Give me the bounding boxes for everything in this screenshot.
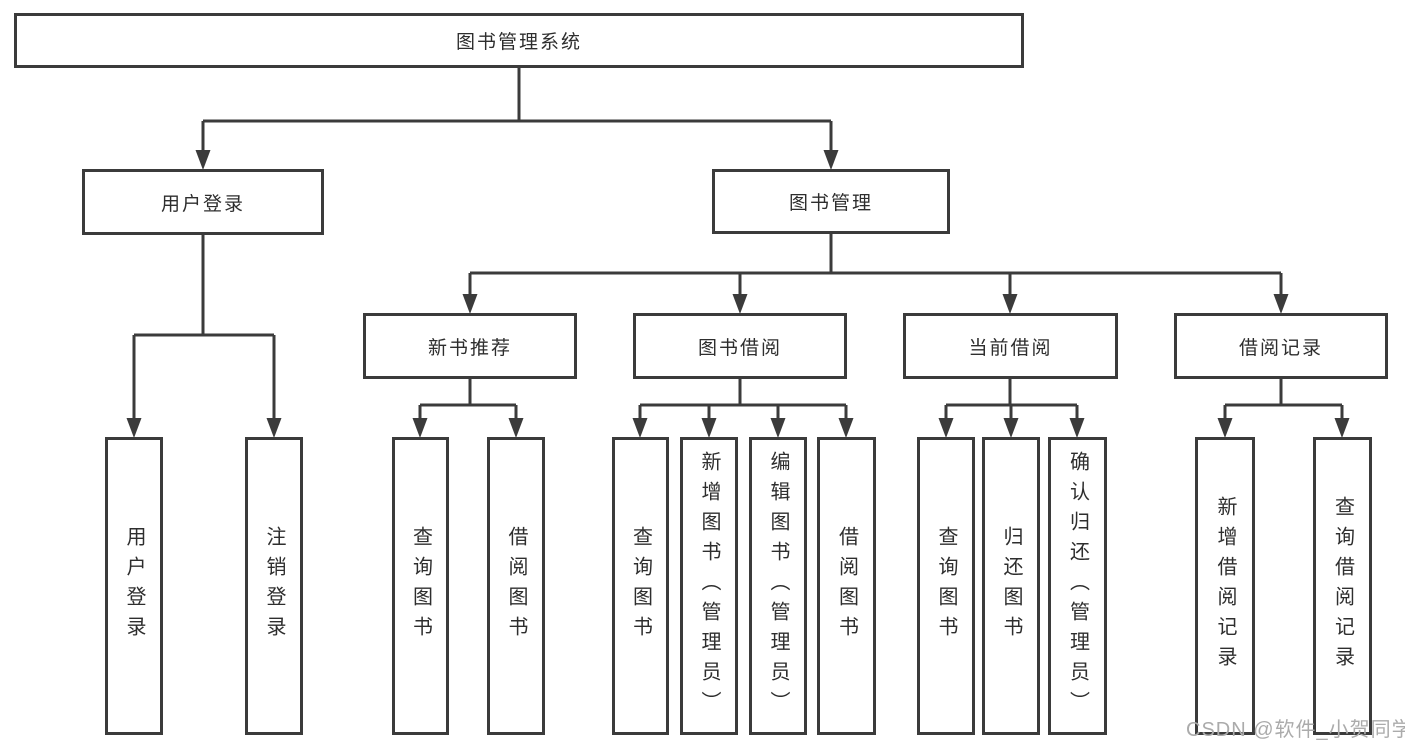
connector-root-to-level2: [201, 68, 833, 153]
leaf-br-query-record-label: 查询借阅记录: [1331, 496, 1354, 676]
leaf-br-add-record-label: 新增借阅记录: [1214, 496, 1236, 676]
leaf-bb-edit-books-admin: 编辑图书（管理员）: [749, 437, 807, 735]
leaf-nb-query-books: 查询图书: [392, 437, 449, 735]
node-user-login: 用户登录: [82, 169, 324, 235]
connector-borrow-records-to-children: [1223, 379, 1344, 421]
node-borrow-records: 借阅记录: [1174, 313, 1388, 379]
arrowhead-icon: [701, 418, 717, 438]
arrowhead-icon: [508, 418, 524, 438]
arrowhead-icon: [462, 294, 478, 314]
leaf-cb-return-books: 归还图书: [982, 437, 1040, 735]
node-book-management-label: 图书管理: [788, 193, 873, 214]
arrowhead-icon: [732, 294, 748, 314]
node-library-management-system: 图书管理系统: [14, 13, 1024, 68]
connector-book-borrow-to-children: [638, 379, 848, 421]
arrowhead-icon: [838, 418, 854, 438]
leaf-logout-label: 注销登录: [263, 526, 285, 646]
node-borrow-records-label: 借阅记录: [1238, 337, 1323, 359]
node-book-management: 图书管理: [712, 169, 950, 234]
arrowhead-icon: [1002, 294, 1018, 314]
leaf-logout: 注销登录: [245, 437, 303, 735]
leaf-nb-borrow-books-label: 借阅图书: [505, 526, 527, 646]
leaf-bb-borrow-books: 借阅图书: [817, 437, 876, 735]
node-new-book-recommend: 新书推荐: [363, 313, 577, 379]
node-book-borrow: 图书借阅: [633, 313, 847, 379]
node-library-management-system-label: 图书管理系统: [455, 32, 582, 53]
leaf-nb-borrow-books: 借阅图书: [487, 437, 545, 735]
leaf-nb-query-books-label: 查询图书: [409, 526, 432, 646]
arrowhead-icon: [1334, 418, 1350, 438]
node-new-book-recommend-label: 新书推荐: [427, 337, 512, 359]
leaf-cb-return-books-label: 归还图书: [1000, 526, 1022, 646]
arrowhead-icon: [126, 418, 142, 438]
arrowhead-icon: [266, 418, 282, 438]
leaf-cb-confirm-return-admin: 确认归还（管理员）: [1048, 437, 1107, 735]
connector-current-borrow-to-children: [944, 379, 1079, 421]
node-book-borrow-label: 图书借阅: [697, 337, 782, 359]
arrowhead-icon: [1217, 418, 1233, 438]
connector-user-login-to-children: [132, 235, 276, 421]
arrowhead-icon: [938, 418, 954, 438]
leaf-user-login-label: 用户登录: [123, 526, 145, 646]
leaf-bb-edit-books-admin-label: 编辑图书（管理员）: [767, 451, 789, 721]
node-current-borrow-label: 当前借阅: [968, 337, 1053, 359]
arrowhead-icon: [1273, 294, 1289, 314]
leaf-cb-query-books-label: 查询图书: [935, 526, 957, 646]
arrowhead-icon: [195, 150, 211, 170]
leaf-br-query-record: 查询借阅记录: [1313, 437, 1372, 735]
leaf-bb-borrow-books-label: 借阅图书: [835, 526, 858, 646]
leaf-bb-add-books-admin-label: 新增图书（管理员）: [698, 451, 720, 721]
arrowhead-icon: [632, 418, 648, 438]
connector-book-management-to-level3: [468, 234, 1283, 297]
leaf-cb-confirm-return-admin-label: 确认归还（管理员）: [1066, 451, 1089, 721]
arrowhead-icon: [1069, 418, 1085, 438]
leaf-bb-query-books: 查询图书: [612, 437, 669, 735]
csdn-watermark: CSDN @软件_小贺同学: [1186, 719, 1405, 741]
node-current-borrow: 当前借阅: [903, 313, 1118, 379]
leaf-bb-query-books-label: 查询图书: [629, 526, 652, 646]
leaf-br-add-record: 新增借阅记录: [1195, 437, 1255, 735]
leaf-user-login: 用户登录: [105, 437, 163, 735]
arrowhead-icon: [770, 418, 786, 438]
arrowhead-icon: [1003, 418, 1019, 438]
connector-new-book-recommend-to-children: [418, 379, 518, 421]
arrowhead-icon: [412, 418, 428, 438]
node-user-login-label: 用户登录: [160, 193, 245, 215]
leaf-cb-query-books: 查询图书: [917, 437, 975, 735]
arrowhead-icon: [823, 150, 839, 170]
leaf-bb-add-books-admin: 新增图书（管理员）: [680, 437, 738, 735]
